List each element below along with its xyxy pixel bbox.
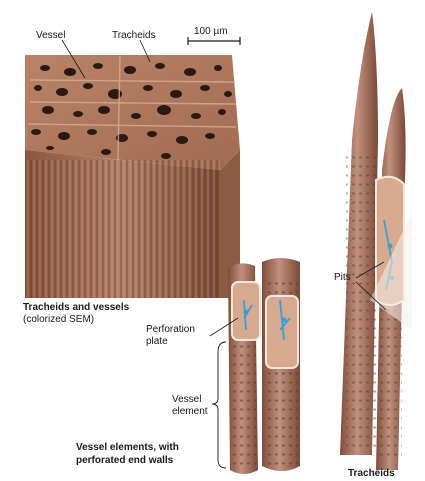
tracheids bbox=[340, 12, 412, 470]
vessel-element-label-2: element bbox=[172, 406, 208, 418]
tracheids-bottom-label: Tracheids bbox=[348, 468, 395, 480]
tracheids-top-label: Tracheids bbox=[112, 30, 156, 42]
vessel-element-label-1: Vessel bbox=[172, 394, 201, 406]
perforation-plate-label-1: Perforation bbox=[146, 324, 195, 336]
pits-label: Pits bbox=[334, 272, 351, 284]
sem-front-grain bbox=[25, 160, 220, 298]
vessel-label: Vessel bbox=[36, 30, 65, 42]
vessel-element-bracket bbox=[212, 342, 226, 468]
sem-subtitle: (colorized SEM) bbox=[23, 314, 94, 326]
vessel-caption-1: Vessel elements, with bbox=[76, 442, 179, 454]
scale-label: 100 µm bbox=[194, 26, 228, 38]
sem-title: Tracheids and vessels bbox=[23, 302, 129, 314]
vessel-elements bbox=[228, 258, 300, 474]
vessel-caption-2: perforated end walls bbox=[76, 455, 173, 467]
perforation-plate-label-2: plate bbox=[146, 336, 168, 348]
